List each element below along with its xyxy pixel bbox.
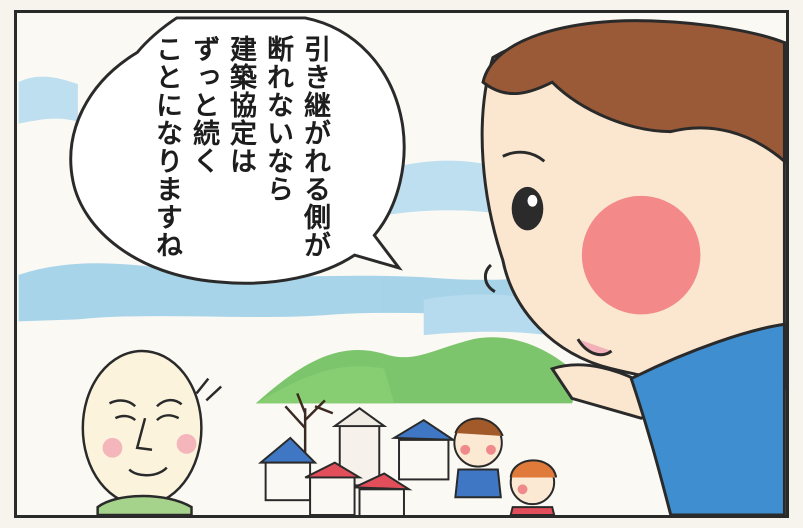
speech-line-1: 引き継がれる側が <box>299 35 330 259</box>
speech-bubble-text: 引き継がれる側が 断れないなら 建築協定は ずっと続く ことになりますね <box>129 35 333 285</box>
speech-line-4: ずっと続く <box>188 35 219 175</box>
bare-tree <box>284 392 334 458</box>
speech-line-2: 断れないなら <box>262 35 293 203</box>
speech-line-5: ことになりますね <box>151 35 182 259</box>
green-hills <box>255 337 582 404</box>
houses <box>257 407 457 515</box>
watercolor-illustration <box>18 16 786 515</box>
boy-character <box>480 19 786 515</box>
panel-frame: 引き継がれる側が 断れないなら 建築協定は ずっと続く ことになりますね <box>14 10 789 518</box>
children <box>453 417 558 515</box>
speech-bubble <box>69 16 406 285</box>
old-man <box>81 349 222 515</box>
speech-line-3: 建築協定は <box>225 35 256 175</box>
